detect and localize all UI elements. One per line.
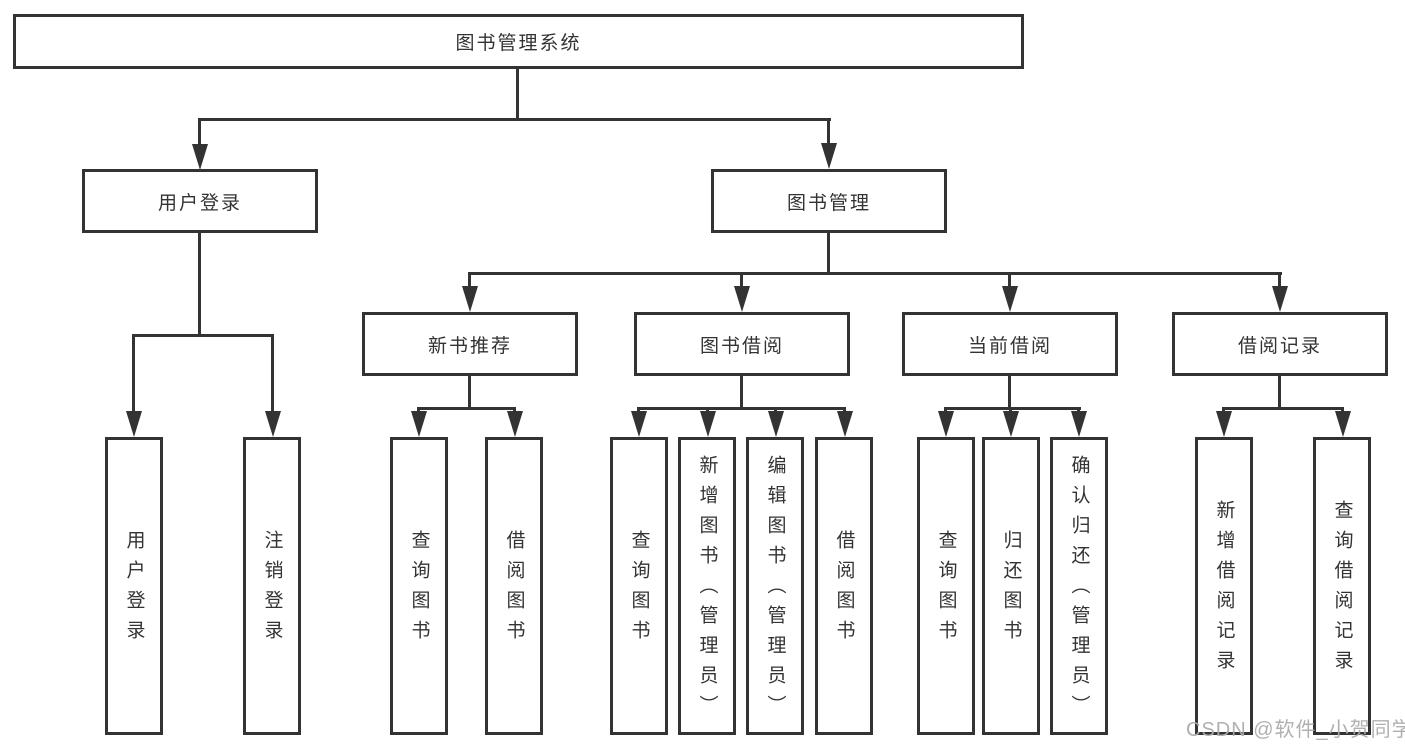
connector-line [198,118,831,121]
connector-line [468,376,471,410]
node-borrow-books-leaf: 借阅图书 [815,437,873,735]
connector-arrow [462,286,478,312]
connector-line [271,334,274,414]
connector-line [740,376,743,410]
connector-line [468,272,1282,275]
connector-line [132,334,274,337]
connector-arrow [821,143,837,169]
connector-arrow [1335,411,1351,437]
connector-line [132,334,135,414]
connector-arrow [1071,411,1087,437]
connector-arrow [631,411,647,437]
connector-arrow [700,411,716,437]
node-query-borrow-record: 查询借阅记录 [1313,437,1371,735]
node-book-borrow: 图书借阅 [634,312,850,376]
connector-arrow [192,144,208,170]
connector-arrow [507,411,523,437]
node-query-books-current: 查询图书 [917,437,975,735]
connector-line [417,407,516,410]
connector-line [1278,272,1281,288]
node-confirm-return-admin: 确认归还（管理员） [1050,437,1108,735]
connector-line [1008,272,1011,288]
node-add-borrow-record: 新增借阅记录 [1195,437,1253,735]
node-borrow-records: 借阅记录 [1172,312,1388,376]
node-logout-leaf: 注销登录 [243,437,301,735]
node-query-books-borrow: 查询图书 [610,437,668,735]
connector-arrow [1003,411,1019,437]
connector-arrow [837,411,853,437]
connector-line [468,272,471,288]
connector-arrow [734,286,750,312]
connector-line [827,118,830,148]
node-library-system: 图书管理系统 [13,14,1024,69]
connector-line [198,233,201,337]
connector-arrow [1216,411,1232,437]
node-edit-books-admin: 编辑图书（管理员） [746,437,804,735]
node-return-books: 归还图书 [982,437,1040,735]
node-new-book-recommend: 新书推荐 [362,312,578,376]
node-book-management: 图书管理 [711,169,947,233]
csdn-watermark: CSDN @软件_小贺同学 [1186,719,1405,741]
connector-arrow [411,411,427,437]
node-query-books-recommend: 查询图书 [390,437,448,735]
connector-arrow [938,411,954,437]
connector-arrow [768,411,784,437]
node-user-login-leaf: 用户登录 [105,437,163,735]
connector-line [1222,407,1344,410]
connector-arrow [265,411,281,437]
connector-line [740,272,743,288]
connector-line [198,118,201,148]
connector-arrow [1002,286,1018,312]
node-user-login: 用户登录 [82,169,318,233]
node-borrow-books-recommend: 借阅图书 [485,437,543,735]
connector-line [827,233,830,275]
connector-line [637,407,846,410]
connector-arrow [1272,286,1288,312]
connector-arrow [126,411,142,437]
connector-line [1278,376,1281,410]
node-add-books-admin: 新增图书（管理员） [678,437,736,735]
node-current-borrow: 当前借阅 [902,312,1118,376]
connector-line [516,69,519,120]
connector-line [944,407,1081,410]
connector-line [1008,376,1011,410]
